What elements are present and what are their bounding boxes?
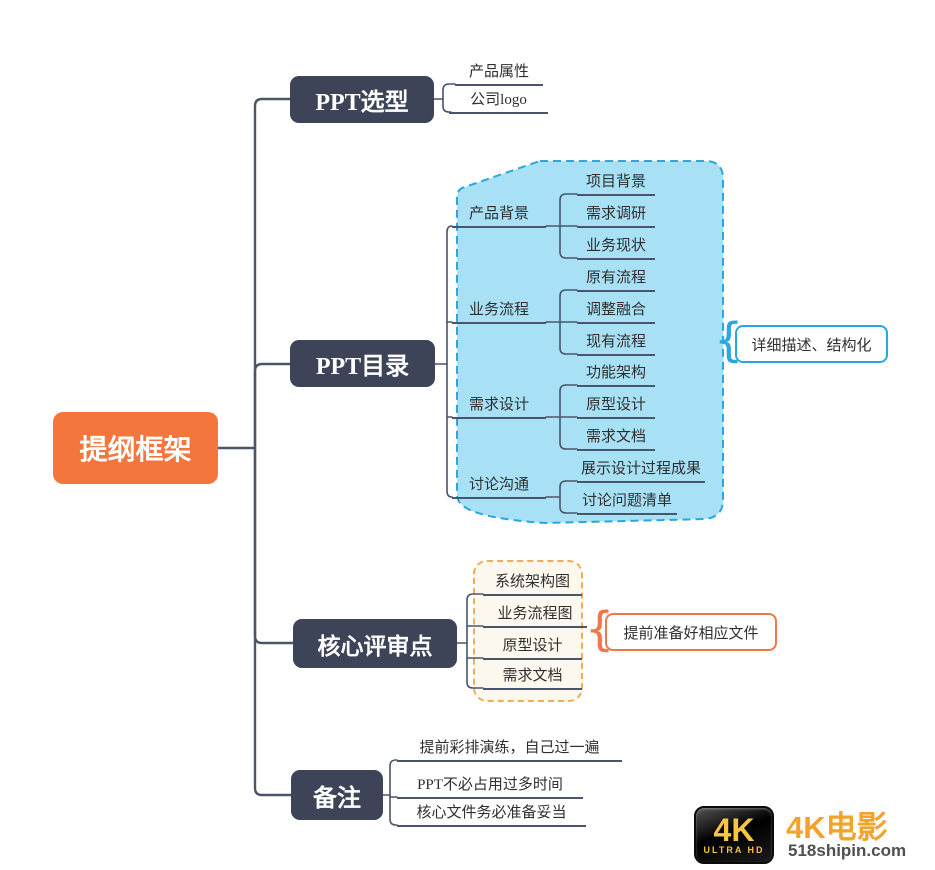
- callout-detail-structured[interactable]: 详细描述、结构化: [735, 325, 888, 363]
- leaf-node[interactable]: 原型设计: [483, 632, 582, 660]
- subtopic-node[interactable]: 需求设计: [452, 391, 546, 419]
- branch-node-review-points[interactable]: 核心评审点: [293, 619, 457, 668]
- leaf-node[interactable]: 展示设计过程成果: [577, 455, 705, 483]
- leaf-node[interactable]: 现有流程: [577, 328, 655, 356]
- leaf-node[interactable]: 提前彩排演练，自己过一遍: [397, 734, 622, 762]
- leaf-node[interactable]: 业务现状: [577, 232, 655, 260]
- leaf-node[interactable]: 讨论问题清单: [577, 487, 677, 515]
- leaf-node[interactable]: 原有流程: [577, 264, 655, 292]
- callout-prepare-files[interactable]: 提前准备好相应文件: [605, 613, 777, 651]
- leaf-node[interactable]: 需求调研: [577, 200, 655, 228]
- subtopic-node[interactable]: 讨论沟通: [452, 471, 546, 499]
- leaf-node[interactable]: 功能架构: [577, 359, 655, 387]
- leaf-node[interactable]: 调整融合: [577, 296, 655, 324]
- root-node[interactable]: 提纲框架: [53, 412, 218, 484]
- leaf-node[interactable]: 需求文档: [483, 662, 582, 690]
- leaf-node[interactable]: 原型设计: [577, 391, 655, 419]
- watermark-title: 4K电影: [786, 810, 888, 845]
- 4k-ultra-hd-badge-icon: 4K ULTRA HD: [694, 806, 774, 864]
- watermark-site-url: 518shipin.com: [788, 841, 907, 860]
- review-group-boundary: [473, 560, 583, 702]
- branch-node-ppt-toc[interactable]: PPT目录: [290, 340, 435, 387]
- leaf-node[interactable]: 需求文档: [577, 423, 655, 451]
- leaf-node[interactable]: 产品属性: [455, 58, 543, 86]
- leaf-node[interactable]: 系统架构图: [483, 568, 582, 596]
- leaf-node[interactable]: 项目背景: [577, 168, 655, 196]
- cloud-boundary-shape: [456, 160, 724, 524]
- leaf-node[interactable]: PPT不必占用过多时间: [397, 771, 583, 799]
- leaf-node[interactable]: 业务流程图: [483, 600, 587, 628]
- branch-node-notes[interactable]: 备注: [291, 770, 383, 820]
- subtopic-node[interactable]: 产品背景: [452, 200, 546, 228]
- badge-ultra-hd-text: ULTRA HD: [703, 844, 765, 855]
- subtopic-node[interactable]: 业务流程: [452, 296, 546, 324]
- leaf-node[interactable]: 核心文件务必准备妥当: [397, 799, 586, 827]
- badge-4k-text: 4K: [713, 811, 755, 848]
- leaf-node[interactable]: 公司logo: [449, 86, 548, 114]
- branch-node-ppt-type[interactable]: PPT选型: [290, 76, 434, 123]
